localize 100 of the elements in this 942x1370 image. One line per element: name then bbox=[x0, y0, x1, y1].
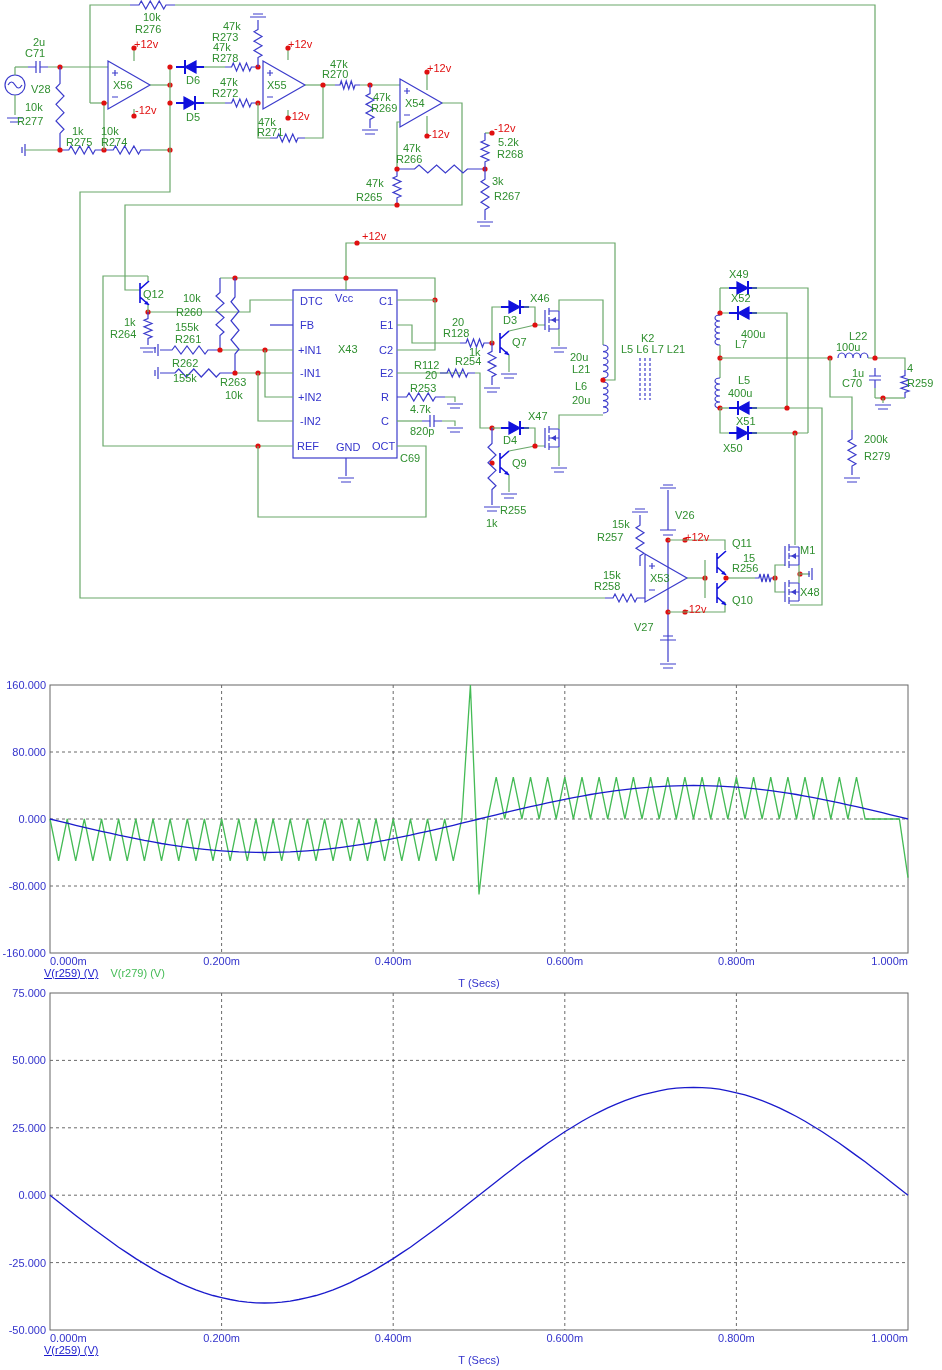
pin-label: E1 bbox=[380, 319, 394, 331]
axis-tick-label: -25.000 bbox=[8, 1256, 46, 1269]
pin-label: R bbox=[381, 391, 389, 403]
component-value: 155k bbox=[175, 321, 199, 333]
component-label: R277 bbox=[17, 115, 44, 127]
pin-label: DTC bbox=[300, 295, 323, 307]
component-value: 1k bbox=[124, 316, 136, 328]
component-label: D4 bbox=[503, 434, 518, 446]
supply-voltage-label: +12v bbox=[427, 62, 452, 74]
component-value: 15 bbox=[743, 552, 756, 564]
component-value: 47k bbox=[220, 76, 238, 88]
component-label: X46 bbox=[530, 292, 550, 304]
component-label: R257 bbox=[597, 531, 624, 543]
component-value: 15k bbox=[603, 569, 621, 581]
component-label: R266 bbox=[396, 153, 423, 165]
component-label: C71 bbox=[25, 47, 46, 59]
component-label: D3 bbox=[503, 314, 518, 326]
component-label: R263 bbox=[220, 376, 247, 388]
component-label: V28 bbox=[31, 83, 51, 95]
component-label: R258 bbox=[594, 580, 621, 592]
axis-tick-label: 1.000m bbox=[871, 1332, 908, 1344]
component-value: 100u bbox=[836, 341, 861, 353]
component-label: Q12 bbox=[143, 288, 164, 300]
axis-tick-label: 80.000 bbox=[12, 746, 46, 758]
pin-label: FB bbox=[300, 319, 315, 331]
supply-voltage-label: -12v bbox=[288, 110, 310, 122]
component-value: 1k bbox=[486, 517, 498, 529]
component-value: 5.2k bbox=[498, 136, 519, 148]
component-label: R276 bbox=[135, 23, 162, 35]
component-label: R274 bbox=[101, 136, 128, 148]
component-label: X47 bbox=[528, 410, 548, 422]
pin-label: C bbox=[381, 415, 389, 427]
supply-voltage-label: +12v bbox=[288, 38, 313, 50]
axis-tick-label: 0.800m bbox=[718, 955, 755, 967]
supply-voltage-label: -12v bbox=[494, 122, 516, 134]
component-label: R128 bbox=[443, 327, 470, 339]
component-value: 20u bbox=[570, 351, 589, 363]
component-value: 15k bbox=[612, 518, 630, 530]
component-value: 400u bbox=[728, 387, 753, 399]
component-label: R279 bbox=[864, 450, 891, 462]
component-value: 3k bbox=[492, 175, 504, 187]
component-label: X43 bbox=[338, 343, 358, 355]
axis-tick-label: 0.800m bbox=[718, 1332, 755, 1344]
component-value: 20 bbox=[452, 316, 465, 328]
component-label: X49 bbox=[729, 268, 749, 280]
component-label: R260 bbox=[176, 306, 203, 318]
supply-voltage-label: +12v bbox=[685, 531, 710, 543]
axis-title: T (Secs) bbox=[458, 977, 500, 989]
component-value: 155k bbox=[173, 372, 197, 384]
axis-tick-label: 0.400m bbox=[374, 955, 412, 967]
component-value: 20 bbox=[425, 369, 438, 381]
component-value: 47k bbox=[403, 142, 421, 154]
component-label: R253 bbox=[410, 382, 437, 394]
axis-tick-label: 0.000m bbox=[50, 955, 87, 967]
axis-tick-label: 0.000m bbox=[50, 1332, 87, 1344]
component-label: R261 bbox=[175, 333, 202, 345]
axis-tick-label: 75.000 bbox=[12, 987, 46, 999]
pin-label: C2 bbox=[379, 344, 394, 356]
component-label: Q9 bbox=[512, 457, 527, 469]
component-label: Q11 bbox=[732, 537, 752, 549]
pin-label: GND bbox=[336, 441, 361, 453]
axis-tick-label: 1.000m bbox=[871, 955, 908, 967]
component-label: D6 bbox=[186, 74, 201, 86]
axis-title: T (Secs) bbox=[458, 1354, 500, 1366]
component-label: R268 bbox=[497, 148, 524, 160]
component-label: R256 bbox=[732, 562, 759, 574]
pin-label: Vcc bbox=[335, 292, 354, 304]
component-label: R264 bbox=[110, 328, 137, 340]
pin-label: OCT bbox=[372, 440, 396, 452]
axis-tick-label: 0.600m bbox=[546, 955, 584, 967]
pin-label: +IN1 bbox=[298, 344, 322, 356]
component-label: Q7 bbox=[512, 336, 527, 348]
component-value: 4 bbox=[907, 362, 914, 374]
pin-label: C1 bbox=[379, 295, 394, 307]
component-value: 4.7k bbox=[410, 403, 431, 415]
component-label: R273 bbox=[212, 31, 239, 43]
axis-tick-label: 160.000 bbox=[6, 679, 46, 691]
component-label: R271 bbox=[257, 126, 284, 138]
component-label: X50 bbox=[723, 442, 743, 454]
axis-tick-label: -80.000 bbox=[8, 880, 46, 892]
axis-tick-label: 0.000 bbox=[18, 1189, 46, 1202]
axis-tick-label: 0.400m bbox=[374, 1332, 412, 1344]
series-label: V(r259) (V) bbox=[44, 1344, 99, 1356]
component-label: R267 bbox=[494, 190, 521, 202]
axis-tick-label: 50.000 bbox=[12, 1054, 46, 1067]
component-label: L6 bbox=[575, 380, 588, 392]
component-label: L21 bbox=[572, 363, 591, 375]
supply-voltage-label: +12v bbox=[134, 38, 159, 50]
supply-voltage-label: +12v bbox=[362, 230, 387, 242]
component-value: 47k bbox=[330, 58, 348, 70]
component-value: 1k bbox=[72, 125, 84, 137]
component-label: V26 bbox=[675, 509, 695, 521]
component-label: L5 L6 L7 L21 bbox=[621, 343, 686, 355]
axis-tick-label: 0.200m bbox=[203, 955, 240, 967]
supply-voltage-label: -12v bbox=[135, 104, 157, 116]
supply-voltage-label: -12v bbox=[428, 128, 450, 140]
component-value: 1u bbox=[852, 367, 865, 379]
component-label: X55 bbox=[267, 79, 287, 91]
component-value: 47k bbox=[373, 91, 391, 103]
component-label: X56 bbox=[113, 79, 133, 91]
